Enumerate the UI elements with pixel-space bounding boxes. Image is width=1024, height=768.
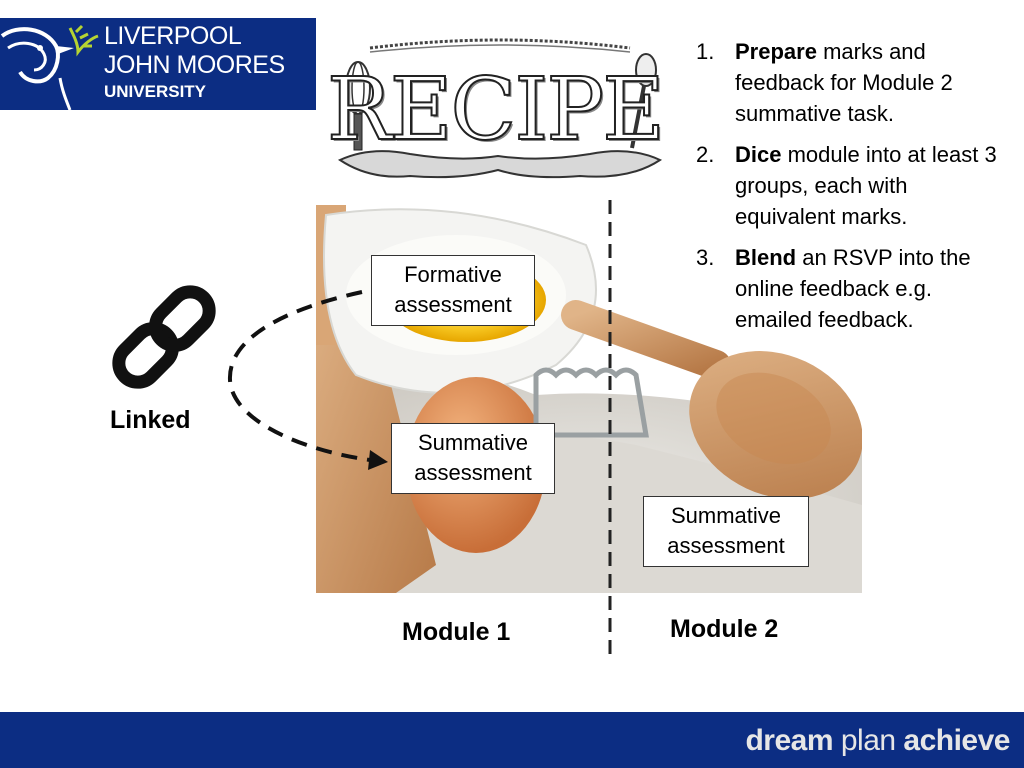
step-verb: Blend <box>735 245 797 270</box>
recipe-banner: RECIPE <box>326 30 670 190</box>
formative-assessment-box: Formative assessment <box>371 255 535 326</box>
logo-line-2: JOHN MOORES <box>104 51 285 79</box>
step-item: 2. Dice module into at least 3 groups, e… <box>692 139 1012 232</box>
step-text: an RSVP into the online feedback e.g. em… <box>735 245 971 332</box>
summative-assessment-box-module-2: Summative assessment <box>643 496 809 567</box>
step-number: 3. <box>696 245 715 270</box>
tagline: dream plan achieve <box>745 724 1010 758</box>
step-verb: Dice <box>735 142 782 167</box>
university-logo: LIVERPOOL JOHN MOORES UNIVERSITY <box>0 18 316 110</box>
linked-label: Linked <box>110 406 191 434</box>
step-text: marks and feedback for Module 2 summativ… <box>735 39 953 126</box>
chain-link-icon <box>112 285 216 389</box>
recipe-title: RECIPE <box>326 59 666 161</box>
whisk-icon <box>345 61 371 151</box>
tagline-word-dream: dream <box>745 724 833 757</box>
footer-bar: dream plan achieve <box>0 712 1024 768</box>
liver-bird-icon <box>0 24 99 110</box>
module-2-label: Module 2 <box>670 615 779 643</box>
step-item: 3. Blend an RSVP into the online feedbac… <box>692 242 1012 335</box>
linked-arrow <box>227 290 388 470</box>
step-text: module into at least 3 groups, each with… <box>735 142 997 229</box>
module-1-label: Module 1 <box>402 618 511 646</box>
spoon-icon <box>630 53 657 149</box>
step-number: 2. <box>696 142 715 167</box>
tagline-word-plan: plan <box>840 724 896 757</box>
logo-line-1: LIVERPOOL <box>104 22 242 50</box>
summative-assessment-box-module-1: Summative assessment <box>391 423 555 494</box>
step-number: 1. <box>696 39 715 64</box>
step-item: 1. Prepare marks and feedback for Module… <box>692 36 1012 129</box>
recipe-steps: 1. Prepare marks and feedback for Module… <box>692 36 1012 345</box>
tagline-word-achieve: achieve <box>903 724 1010 757</box>
step-verb: Prepare <box>735 39 817 64</box>
module-divider <box>608 200 612 660</box>
logo-line-3: UNIVERSITY <box>104 82 207 101</box>
